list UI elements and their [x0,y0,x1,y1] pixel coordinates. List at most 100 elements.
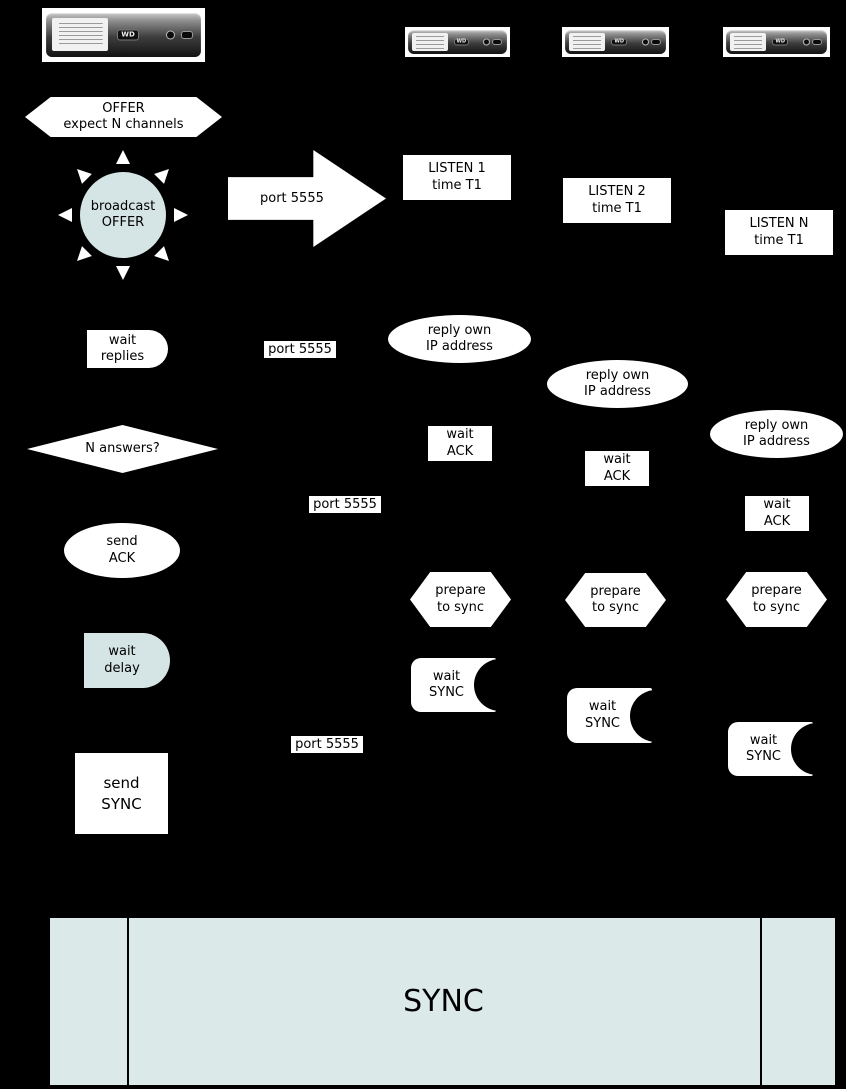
notch-decoration [474,659,496,711]
offer-shape: OFFER expect N channels [25,97,222,137]
sun-ray-icon [116,266,130,280]
wait-sync-shape-2: wait SYNC [567,688,652,743]
wait-sync-n-line1: wait [749,732,778,748]
offer-line1: OFFER [102,100,145,116]
wait-sync-2-text: wait SYNC [567,688,652,743]
offer-line2: expect N channels [63,117,184,132]
send-ack-line1: send [106,534,138,550]
device-led-icon [492,39,503,45]
prepare-2-line2: to sync [591,600,640,615]
wait-sync-2-line2: SYNC [585,715,620,731]
port-5555-label-2: port 5555 [309,496,381,513]
broadcast-arrow: port 5555 [228,150,386,247]
listen-box-n: LISTEN N time T1 [725,210,833,255]
wd-device-image-client-n: WD [723,27,830,57]
sync-bar-divider-left [127,918,129,1085]
sync-bar: SYNC [50,918,835,1085]
reply-2-line1: reply own [585,367,650,383]
wait-delay-line2: delay [104,660,140,676]
wd-device-body: WD [564,29,667,55]
port-5555-label-3: port 5555 [291,736,363,753]
prepare-to-sync-hex-n: prepare to sync [726,572,827,627]
device-power-button-icon [642,38,650,46]
sun-ray-icon [72,246,92,266]
prepare-1-line1: prepare [435,583,486,599]
wd-logo: WD [453,38,470,46]
reply-2-line2: IP address [584,384,651,399]
sync-bar-label: SYNC [403,984,484,1019]
prepare-2-line1: prepare [590,583,641,599]
wait-ack-box-n: wait ACK [745,496,809,531]
sun-ray-icon [116,150,130,164]
wait-ack-1-line1: wait [446,427,474,443]
device-power-button-icon [165,30,175,40]
listen-1-line1: LISTEN 1 [428,161,486,177]
listen-n-line2: time T1 [754,232,804,248]
reply-n-line2: IP address [743,434,810,449]
reply-ip-ellipse-2: reply own IP address [547,360,688,408]
prepare-to-sync-hex-1: prepare to sync [410,572,511,627]
device-led-icon [181,30,194,39]
wait-replies-line1: wait [108,332,137,348]
wait-delay-line1: wait [108,644,136,660]
wait-sync-1-text: wait SYNC [411,658,496,712]
broadcast-offer-sun: broadcast OFFER [53,145,193,285]
reply-ip-ellipse-1: reply own IP address [388,315,531,363]
wd-logo: WD [772,38,789,46]
arrow-port-label: port 5555 [260,191,324,206]
prepare-n-line2: to sync [752,599,801,615]
send-ack-line2: ACK [108,550,136,566]
prepare-1-line2: to sync [436,599,485,615]
wd-device-image-leader: WD [42,8,205,62]
port-5555-label-1: port 5555 [264,341,336,358]
send-sync-box: send SYNC [75,753,168,834]
reply-ip-ellipse-n: reply own IP address [710,410,843,458]
wait-sync-1-line1: wait [432,668,461,684]
wd-device-body: WD [407,29,508,55]
sun-ray-icon [154,164,174,184]
wait-sync-2-line1: wait [588,699,617,715]
reply-n-line1: reply own [744,417,809,433]
notch-decoration [630,689,652,742]
notch-decoration [791,723,813,775]
listen-box-1: LISTEN 1 time T1 [403,155,511,200]
device-led-icon [812,39,823,45]
listen-box-2: LISTEN 2 time T1 [563,178,671,223]
sun-ray-icon [174,208,188,222]
n-answers-decision: N answers? [27,425,218,473]
device-label-sticker [729,32,767,51]
wd-device-body: WD [725,29,828,55]
wd-device-body: WD [46,12,201,58]
sun-ray-icon [58,208,72,222]
sync-bar-divider-right [760,918,762,1085]
reply-1-line1: reply own [427,322,492,338]
wait-ack-1-line2: ACK [446,443,474,459]
send-sync-line1: send [103,774,140,793]
device-power-button-icon [803,38,811,46]
listen-n-line1: LISTEN N [749,216,809,232]
device-label-sticker [568,32,606,51]
wd-device-image-client-2: WD [562,27,669,57]
listen-1-line2: time T1 [432,177,482,193]
sun-ray-icon [154,246,174,266]
wd-logo: WD [611,38,628,46]
device-label-sticker [52,18,108,51]
wait-sync-shape-1: wait SYNC [411,658,496,712]
wait-replies-shape: wait replies [87,330,168,368]
wait-sync-1-line2: SYNC [429,685,464,700]
prepare-to-sync-hex-2: prepare to sync [565,573,666,627]
wait-ack-n-line1: wait [763,497,791,513]
wait-sync-shape-n: wait SYNC [728,722,813,776]
wait-ack-n-line2: ACK [763,513,791,529]
prepare-n-line1: prepare [751,583,802,599]
wait-ack-2-line2: ACK [603,468,631,484]
reply-1-line2: IP address [426,339,493,354]
send-ack-ellipse: send ACK [64,523,180,578]
send-sync-line2: SYNC [101,794,142,813]
wait-ack-box-2: wait ACK [585,451,649,486]
wd-device-image-client-1: WD [405,27,510,57]
broadcast-offer-node: broadcast OFFER [80,172,166,258]
broadcast-line1: broadcast [90,198,156,214]
broadcast-line2: OFFER [101,215,145,230]
device-label-sticker [411,32,448,51]
